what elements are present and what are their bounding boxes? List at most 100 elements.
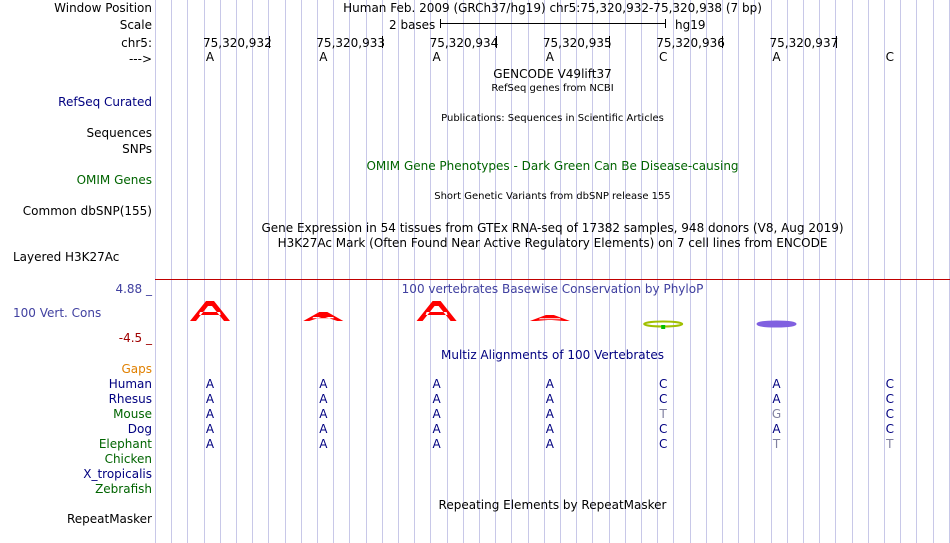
alignment-base: T <box>772 437 781 451</box>
alignment-base: A <box>545 377 554 391</box>
gencode-title[interactable]: GENCODE V49lift37 <box>493 67 612 81</box>
ruler-tick <box>608 36 610 48</box>
alignment-base: A <box>432 392 441 406</box>
ruler-position: 75,320,935 <box>542 36 612 50</box>
logo-letter <box>303 312 344 321</box>
alignment-base: C <box>658 437 668 451</box>
alignment-base: C <box>658 377 668 391</box>
sequence-base: A <box>205 50 215 64</box>
ruler-position: 75,320,932 <box>203 36 272 50</box>
repeatmasker-desc: Repeating Elements by RepeatMasker <box>438 498 667 512</box>
cons-max-label: 4.88 _ <box>115 282 152 296</box>
alignment-base: A <box>545 437 554 451</box>
scale-bar-end <box>665 19 666 28</box>
alignment-base: A <box>432 377 441 391</box>
scale-assembly: hg19 <box>675 18 706 32</box>
gtex-desc: Gene Expression in 54 tissues from GTEx … <box>261 221 844 235</box>
alignment-base: A <box>205 407 215 421</box>
sequence-base: A <box>545 50 554 64</box>
ruler-position: 75,320,933 <box>316 36 386 50</box>
alignment-base: A <box>205 377 215 391</box>
scale-bar-start <box>440 19 441 28</box>
tracks-area[interactable]: Human Feb. 2009 (GRCh37/hg19) chr5:75,32… <box>155 0 950 543</box>
publications-desc: Publications: Sequences in Scientific Ar… <box>441 113 664 124</box>
window-position-label: Window Position <box>54 1 152 15</box>
sequences-label[interactable]: Sequences <box>86 126 152 140</box>
h3k27ac-desc: H3K27Ac Mark (Often Found Near Active Re… <box>277 236 828 250</box>
scale-label: Scale <box>119 18 152 32</box>
alignment-base: A <box>205 422 215 436</box>
alignment-base: C <box>658 392 668 406</box>
dbsnp-label[interactable]: Common dbSNP(155) <box>22 204 152 218</box>
ruler-tick <box>269 36 270 48</box>
ruler-tick <box>722 36 724 48</box>
alignment-base: C <box>658 422 668 436</box>
sequence-base: C <box>885 50 894 64</box>
ruler-tick <box>382 36 384 48</box>
track-labels-column: Window Position Scale chr5: ---> RefSeq … <box>0 0 155 543</box>
logo-letter <box>416 301 457 321</box>
snps-label[interactable]: SNPs <box>122 142 152 156</box>
gaps-label[interactable]: Gaps <box>121 362 152 376</box>
alignment-base: A <box>545 407 554 421</box>
ruler-tick <box>495 36 497 48</box>
alignment-base: C <box>885 377 894 391</box>
alignment-base: A <box>432 407 441 421</box>
h3k27ac-label[interactable]: Layered H3K27Ac <box>13 250 120 264</box>
alignment-base: A <box>545 422 554 436</box>
track-separator <box>155 279 950 280</box>
repeatmasker-label[interactable]: RepeatMasker <box>66 512 152 526</box>
species-label[interactable]: X_tropicalis <box>83 467 152 481</box>
alignment-base: A <box>432 422 441 436</box>
alignment-base: A <box>772 392 781 406</box>
multiz-desc: Multiz Alignments of 100 Vertebrates <box>440 348 665 362</box>
alignment-base: C <box>885 407 894 421</box>
alignment-base: A <box>545 392 554 406</box>
conservation-logo <box>190 301 797 329</box>
alignment-base: A <box>319 407 328 421</box>
alignment-base: A <box>205 392 215 406</box>
cons-label[interactable]: 100 Vert. Cons <box>13 306 102 320</box>
alignment-base: A <box>319 422 328 436</box>
phylop-desc: 100 vertebrates Basewise Conservation by… <box>401 282 704 296</box>
alignment-base: G <box>771 407 782 421</box>
sequence-base: A <box>772 50 781 64</box>
refseq-desc: RefSeq genes from NCBI <box>491 83 614 94</box>
species-label[interactable]: Rhesus <box>108 392 152 406</box>
logo-letter <box>756 320 797 328</box>
cons-min-label: -4.5 _ <box>118 331 152 345</box>
alignment-base: A <box>205 437 215 451</box>
logo-letter <box>529 315 570 321</box>
window-position-text: Human Feb. 2009 (GRCh37/hg19) chr5:75,32… <box>343 1 762 15</box>
alignment-base: A <box>319 392 328 406</box>
sequence-base: C <box>658 50 668 64</box>
species-label[interactable]: Mouse <box>113 407 152 421</box>
omim-label[interactable]: OMIM Genes <box>76 173 152 187</box>
strand-label: ---> <box>128 52 152 66</box>
omim-desc: OMIM Gene Phenotypes - Dark Green Can Be… <box>366 159 739 173</box>
alignment-base: A <box>319 437 328 451</box>
species-label[interactable]: Chicken <box>104 452 152 466</box>
species-label[interactable]: Dog <box>127 422 152 436</box>
refseq-label[interactable]: RefSeq Curated <box>58 95 152 109</box>
ruler-tick <box>835 36 837 48</box>
alignment-base: C <box>885 422 894 436</box>
alignment-base: A <box>432 437 441 451</box>
logo-letter <box>643 320 684 329</box>
species-label[interactable]: Zebrafish <box>95 482 152 496</box>
scale-size: 2 bases <box>389 18 436 32</box>
alignment-base: T <box>886 437 894 451</box>
species-label[interactable]: Human <box>108 377 152 391</box>
alignment-base: C <box>885 392 894 406</box>
alignment-base: A <box>772 377 781 391</box>
dbsnp-desc: Short Genetic Variants from dbSNP releas… <box>434 191 671 202</box>
ruler-position: 75,320,934 <box>429 36 499 50</box>
logo-letter <box>190 301 230 321</box>
alignment-base: A <box>319 377 328 391</box>
chr-label: chr5: <box>121 36 152 50</box>
sequence-base: A <box>319 50 328 64</box>
species-label[interactable]: Elephant <box>98 437 152 451</box>
alignment-base: T <box>659 407 667 421</box>
sequence-base: A <box>432 50 441 64</box>
